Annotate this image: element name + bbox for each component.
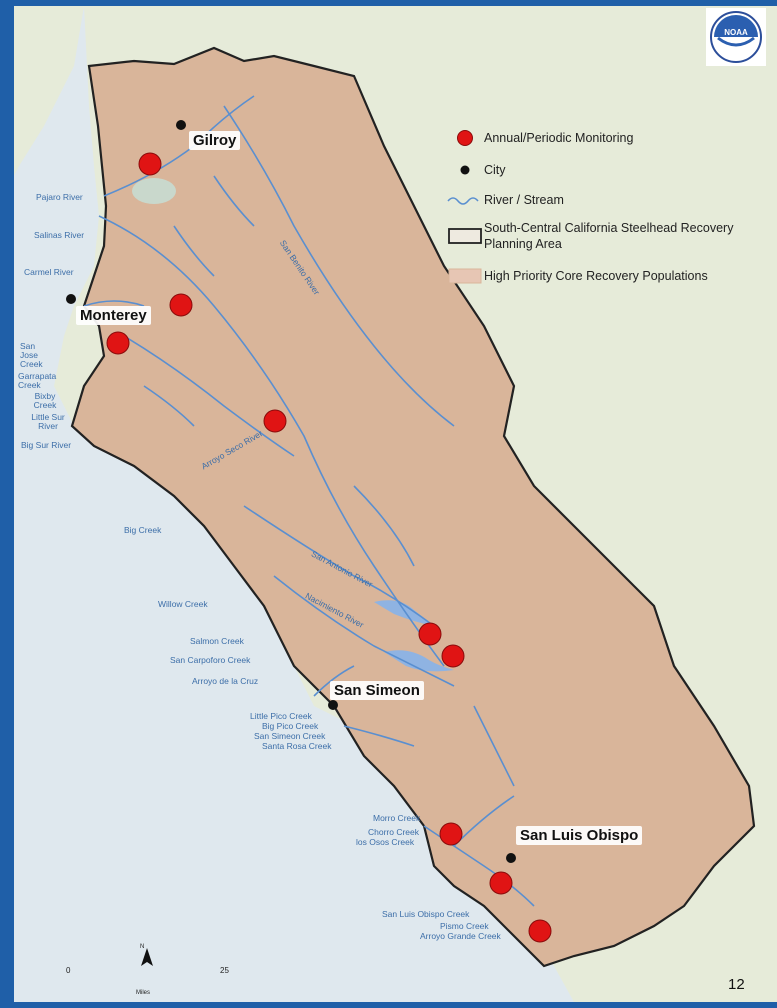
san-antonio-river bbox=[243, 505, 435, 627]
legend-item-monitoring: Annual/Periodic Monitoring bbox=[446, 128, 633, 148]
label-garrapata-creek: Garrapata Creek bbox=[18, 371, 57, 390]
label-bixby-creek: Bixby Creek bbox=[33, 391, 57, 410]
monitoring-site bbox=[439, 822, 463, 846]
city-label-san-simeon: San Simeon bbox=[330, 681, 424, 700]
monitoring-site bbox=[138, 152, 162, 176]
black-dot-icon bbox=[460, 165, 470, 175]
label-arroyo-grande-creek: Arroyo Grande Creek bbox=[420, 931, 501, 941]
tributaries bbox=[143, 175, 515, 787]
planning-area bbox=[70, 46, 756, 968]
monitoring-site bbox=[418, 622, 442, 646]
label-pajaro-river: Pajaro River bbox=[36, 192, 83, 202]
legend-label: High Priority Core Recovery Populations bbox=[484, 269, 708, 283]
label-santa-rosa-creek: Santa Rosa Creek bbox=[262, 741, 332, 751]
arroyo-seco-river bbox=[123, 335, 295, 457]
legend-label: City bbox=[484, 163, 506, 177]
city-point-san-luis-obispo bbox=[506, 853, 516, 863]
north-arrow-icon bbox=[141, 948, 153, 966]
monitoring-site bbox=[441, 644, 465, 668]
city-point-monterey bbox=[66, 294, 76, 304]
river-line-icon bbox=[447, 197, 479, 205]
san-antonio-reservoir bbox=[374, 600, 434, 626]
coast-land-west bbox=[14, 6, 84, 176]
label-los-osos-creek: los Osos Creek bbox=[356, 837, 415, 847]
label-san-jose-creek: San Jose Creek bbox=[20, 341, 43, 369]
scale-bar: 0 25 N Miles bbox=[50, 944, 250, 996]
label-arroyo-de-la-cruz: Arroyo de la Cruz bbox=[192, 676, 259, 686]
salinas-river bbox=[98, 215, 445, 667]
label-little-sur-river: Little Sur River bbox=[31, 412, 65, 431]
tan-box-icon bbox=[448, 268, 482, 284]
red-circle-icon bbox=[457, 130, 473, 146]
label-salinas-river: Salinas River bbox=[34, 230, 85, 240]
scale-end-label: 25 bbox=[220, 966, 229, 975]
nacimiento-reservoir bbox=[384, 650, 454, 672]
monitoring-site bbox=[528, 919, 552, 943]
city-label-gilroy: Gilroy bbox=[189, 131, 241, 150]
pico-creek bbox=[313, 665, 355, 697]
city-point-gilroy bbox=[176, 120, 186, 130]
city-points bbox=[66, 120, 516, 863]
legend-item-planning-area: South-Central California Steelhead Recov… bbox=[446, 220, 766, 252]
legend-label: South-Central California Steelhead Recov… bbox=[484, 221, 734, 251]
noaa-logo-text: NOAA bbox=[724, 28, 748, 37]
label-carmel-river: Carmel River bbox=[24, 267, 74, 277]
label-san-carpoforo-creek: San Carpoforo Creek bbox=[170, 655, 251, 665]
outline-box-icon bbox=[448, 228, 482, 244]
legend-item-river: River / Stream bbox=[446, 190, 564, 210]
legend-item-city: City bbox=[446, 160, 506, 180]
label-salmon-creek: Salmon Creek bbox=[190, 636, 244, 646]
label-slo-creek: San Luis Obispo Creek bbox=[382, 909, 470, 919]
legend-label: Annual/Periodic Monitoring bbox=[484, 131, 634, 145]
map-area bbox=[14, 6, 777, 1002]
map-canvas bbox=[14, 6, 777, 1002]
scale-unit-label: Miles bbox=[136, 990, 151, 996]
noaa-logo: NOAA bbox=[706, 8, 766, 66]
monitoring-site bbox=[169, 293, 193, 317]
city-point-san-simeon bbox=[328, 700, 338, 710]
monitoring-site bbox=[106, 331, 130, 355]
label-big-creek: Big Creek bbox=[124, 525, 162, 535]
monitoring-site bbox=[489, 871, 513, 895]
north-arrow-and-scale bbox=[141, 948, 153, 966]
legend-label: River / Stream bbox=[484, 193, 564, 207]
page-number: 12 bbox=[728, 976, 745, 993]
label-morro-creek: Morro Creek bbox=[373, 813, 421, 823]
label-chorro-creek: Chorro Creek bbox=[368, 827, 420, 837]
label-big-sur-river: Big Sur River bbox=[21, 440, 72, 450]
nacimiento-river bbox=[273, 575, 455, 687]
legend-item-core-populations: High Priority Core Recovery Populations bbox=[446, 266, 708, 286]
city-label-san-luis-obispo: San Luis Obispo bbox=[516, 826, 643, 845]
north-label: N bbox=[140, 944, 145, 950]
lake bbox=[132, 178, 176, 204]
santa-rosa-creek bbox=[343, 725, 415, 747]
scale-start-label: 0 bbox=[66, 966, 71, 975]
label-san-simeon-creek: San Simeon Creek bbox=[254, 731, 326, 741]
label-little-pico-creek: Little Pico Creek bbox=[250, 711, 312, 721]
monitoring-site bbox=[263, 409, 287, 433]
carmel-river bbox=[83, 300, 145, 307]
san-benito-river bbox=[223, 105, 455, 427]
monitoring-sites bbox=[106, 152, 552, 943]
city-label-monterey: Monterey bbox=[76, 306, 151, 325]
label-pismo-creek: Pismo Creek bbox=[440, 921, 489, 931]
label-big-pico-creek: Big Pico Creek bbox=[262, 721, 319, 731]
label-willow-creek: Willow Creek bbox=[158, 599, 208, 609]
